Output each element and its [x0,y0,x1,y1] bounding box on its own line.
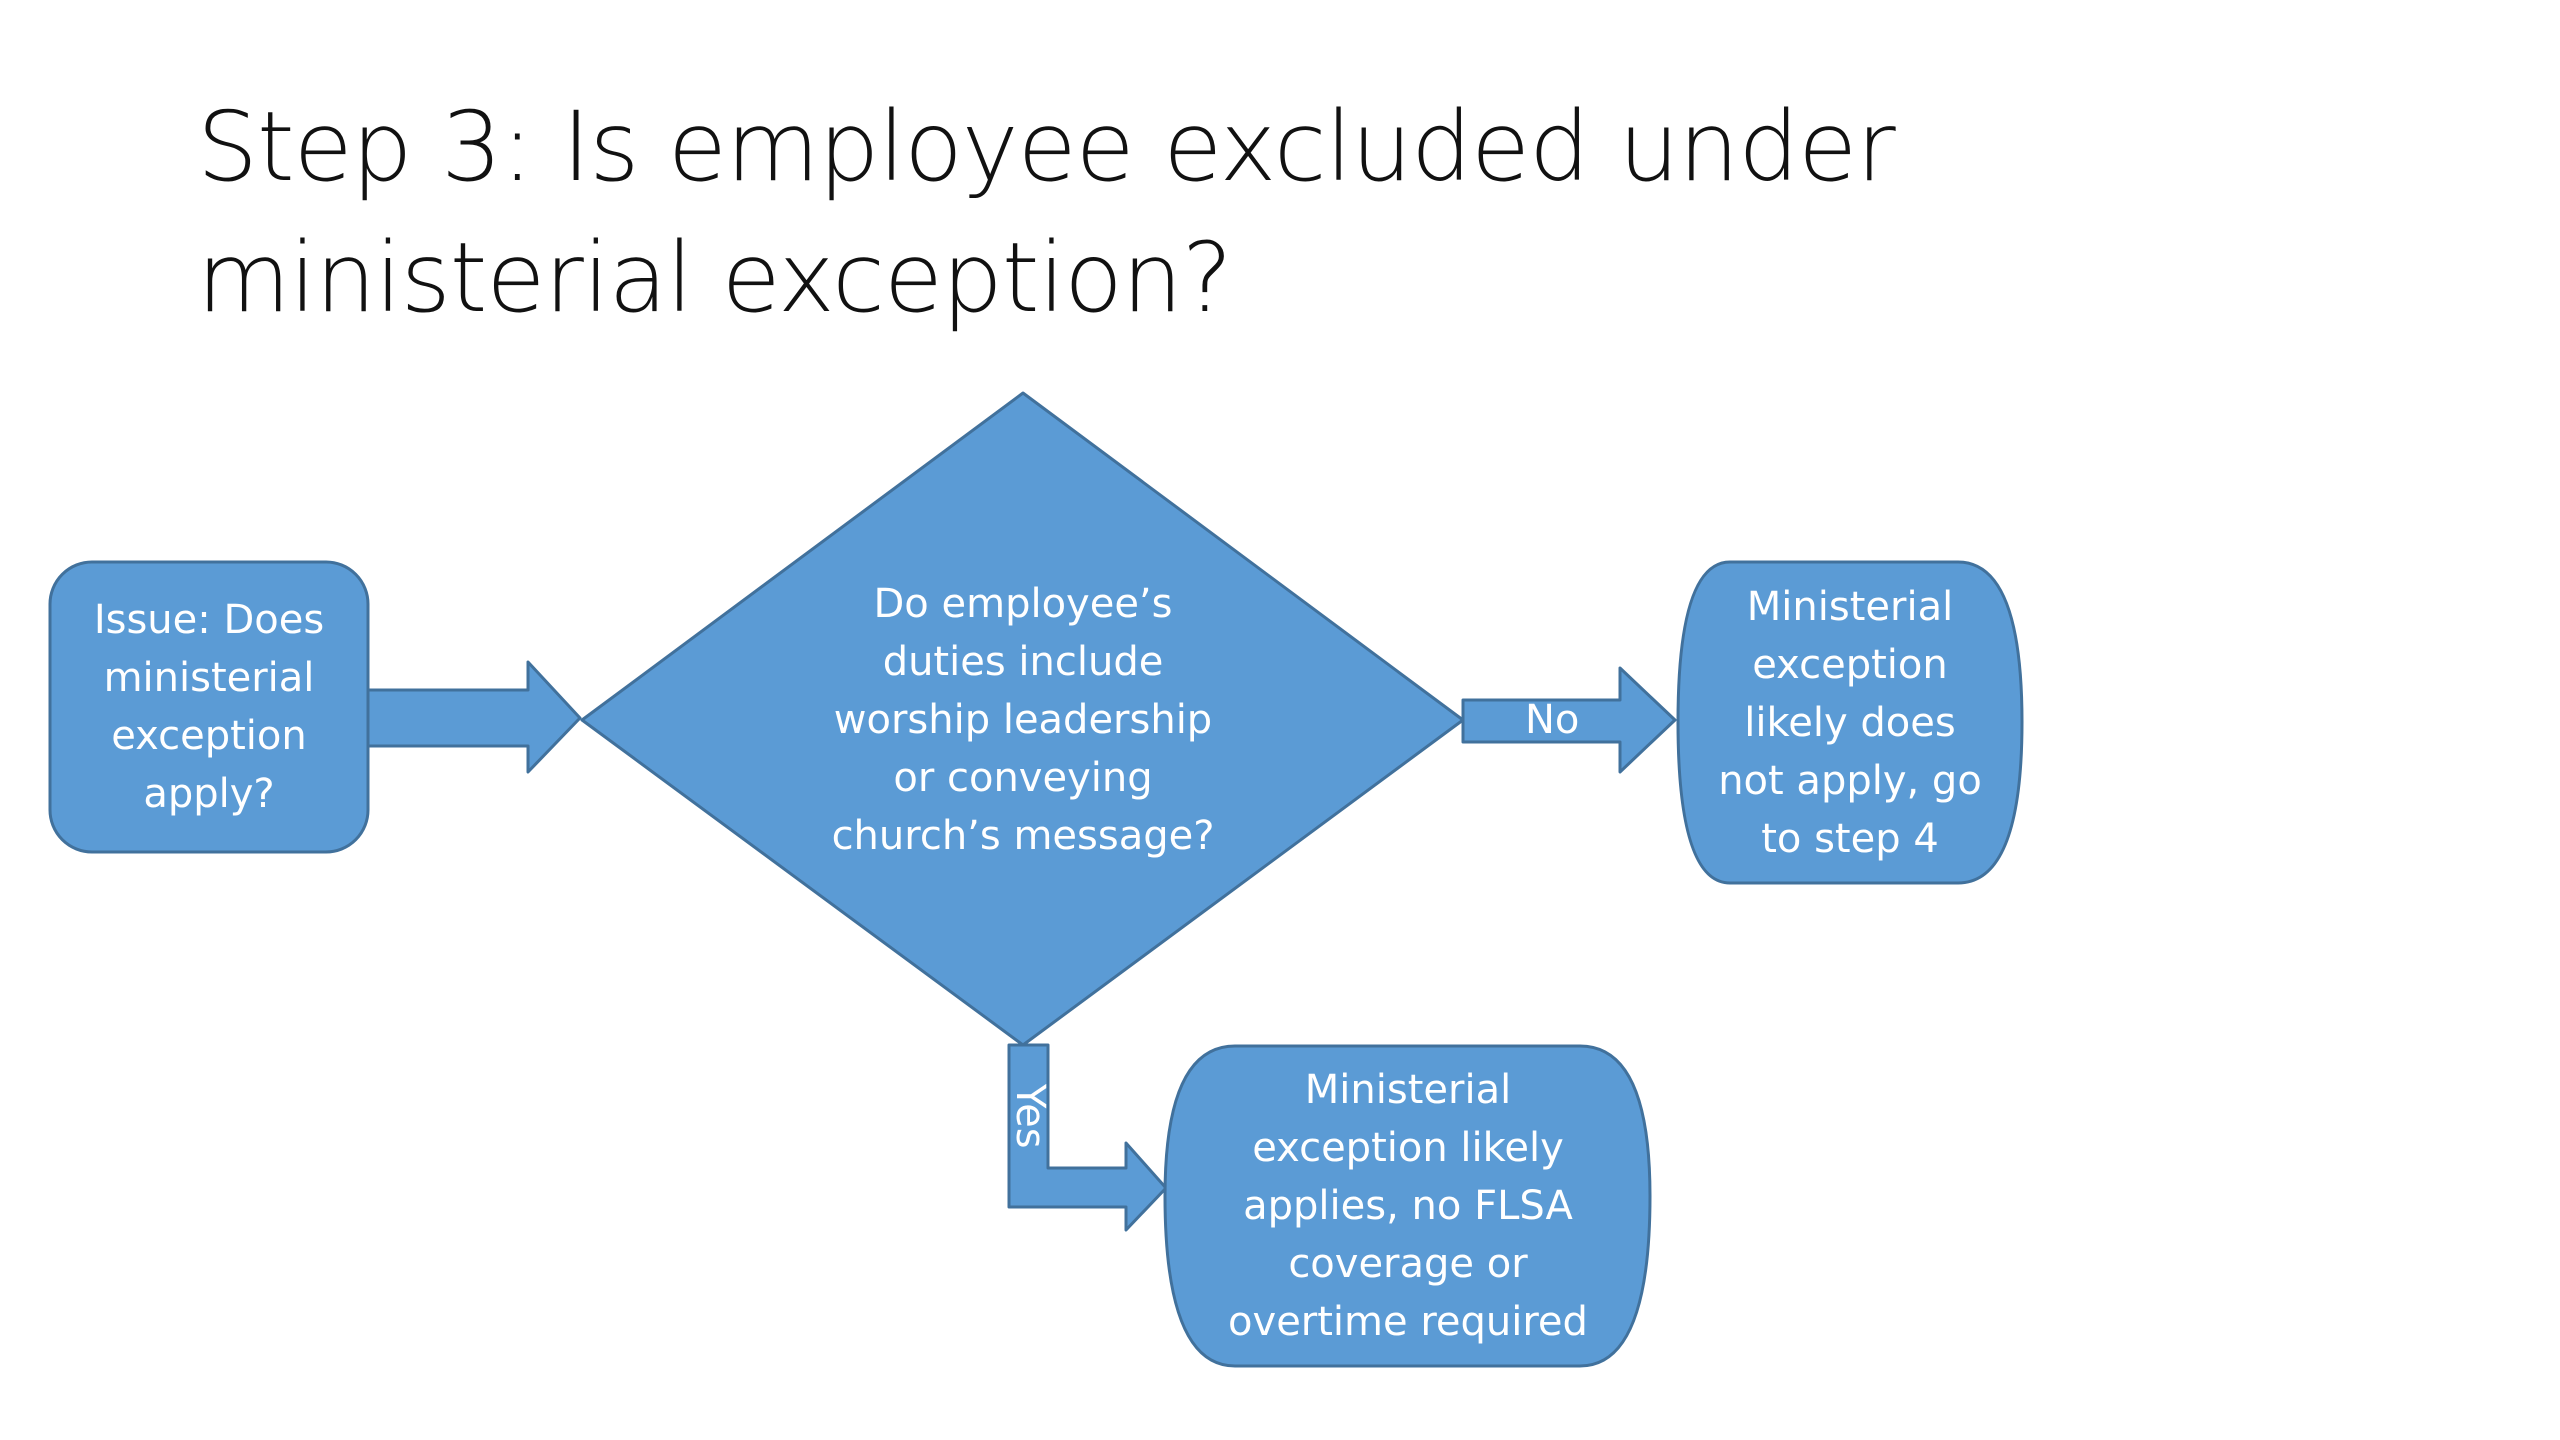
issue-box [48,560,370,854]
yes-outcome-box [1163,1044,1652,1368]
decision-diamond [580,391,1465,1047]
no-outcome-box [1676,560,2024,885]
yes-arrow [1007,1043,1168,1232]
no-arrow [1461,666,1677,774]
slide-title: Step 3: Is employee excluded under minis… [197,91,1896,334]
issue-to-decision-arrow [366,660,582,774]
